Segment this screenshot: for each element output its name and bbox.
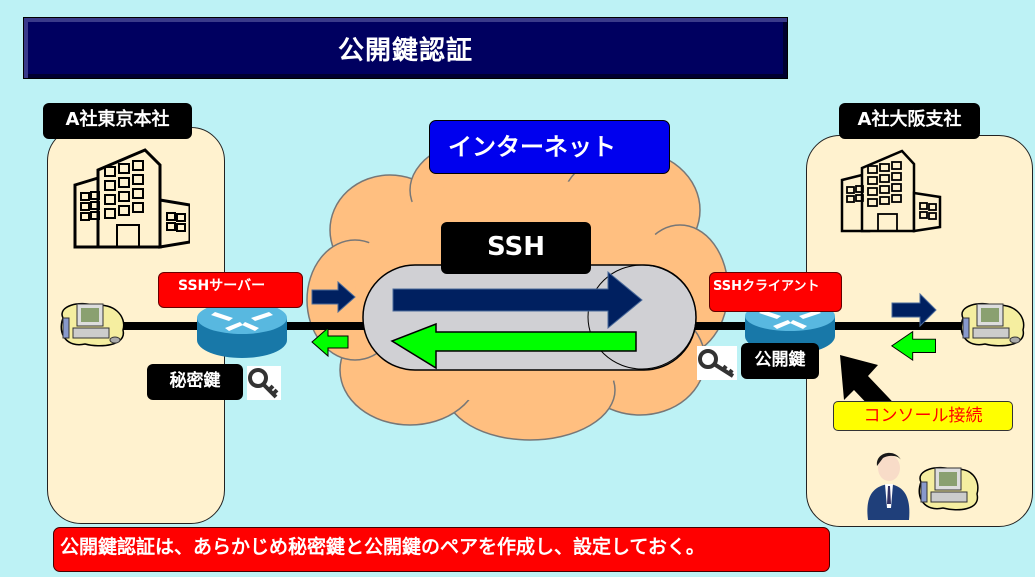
ssh-client-label: SSHクライアント [709,272,842,312]
inbound-arrow [390,322,637,370]
public-key-icon [697,346,737,380]
left-arrows [311,280,356,358]
ssh-tunnel [362,264,697,371]
ssh-server-router-icon [197,302,287,358]
private-key-label: 秘密鍵 [147,364,243,400]
ssh-server-label: SSHサーバー [158,272,303,308]
tokyo-computer-icon [60,302,125,347]
osaka-site-label: A社大阪支社 [839,103,980,139]
administrator-person-icon [867,452,910,520]
tokyo-site-label: A社東京本社 [43,103,192,139]
title-bar: 公開鍵認証 [23,17,788,79]
right-arrows [890,292,937,361]
outbound-arrow [392,270,643,330]
console-computer-icon [918,466,979,511]
osaka-computer-icon [960,302,1025,347]
tokyo-building-icon [73,148,190,249]
osaka-building-icon [840,149,942,233]
public-key-label: 公開鍵 [741,343,819,379]
outbound-arrow-small [311,280,356,314]
inbound-arrow-small [311,326,349,358]
explanation-note: 公開鍵認証は、あらかじめ秘密鍵と公開鍵のペアを作成し、設定しておく。 [53,527,830,572]
inbound-arrow-small [890,330,936,361]
console-connection-label: コンソール接続 [833,401,1013,431]
internet-label: インターネット [429,120,670,174]
ssh-label: SSH [441,222,591,274]
outbound-arrow-small [891,292,937,328]
page-title: 公開鍵認証 [337,36,473,66]
private-key-icon [247,366,281,400]
